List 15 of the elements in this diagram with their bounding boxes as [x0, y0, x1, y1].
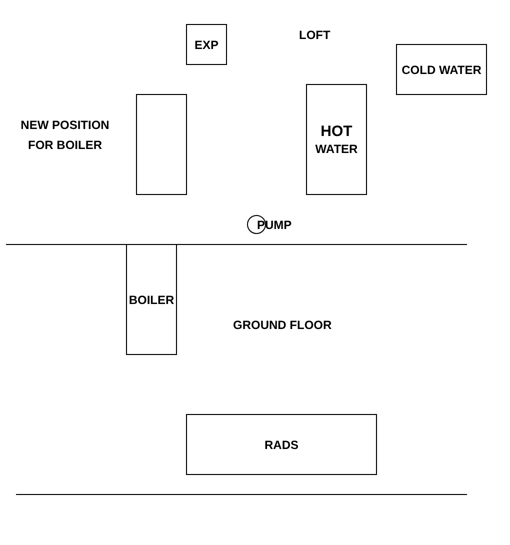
box-label: COLD WATER [402, 62, 482, 78]
box-label: RADS [264, 436, 298, 452]
node-caption: NEW POSITION FOR BOILER [20, 117, 110, 154]
area-label: LOFT [299, 27, 330, 44]
box-label: EXP [194, 36, 218, 52]
labeled-box [396, 44, 487, 95]
labeled-box [126, 244, 177, 355]
box-label: HOT [320, 122, 352, 140]
area-label: GROUND FLOOR [233, 317, 332, 334]
box-label: WATER [315, 140, 358, 156]
labeled-box [306, 84, 367, 195]
box-label: BOILER [128, 292, 174, 308]
labeled-box [186, 24, 227, 65]
labeled-box [186, 414, 377, 475]
empty-box [136, 94, 187, 195]
